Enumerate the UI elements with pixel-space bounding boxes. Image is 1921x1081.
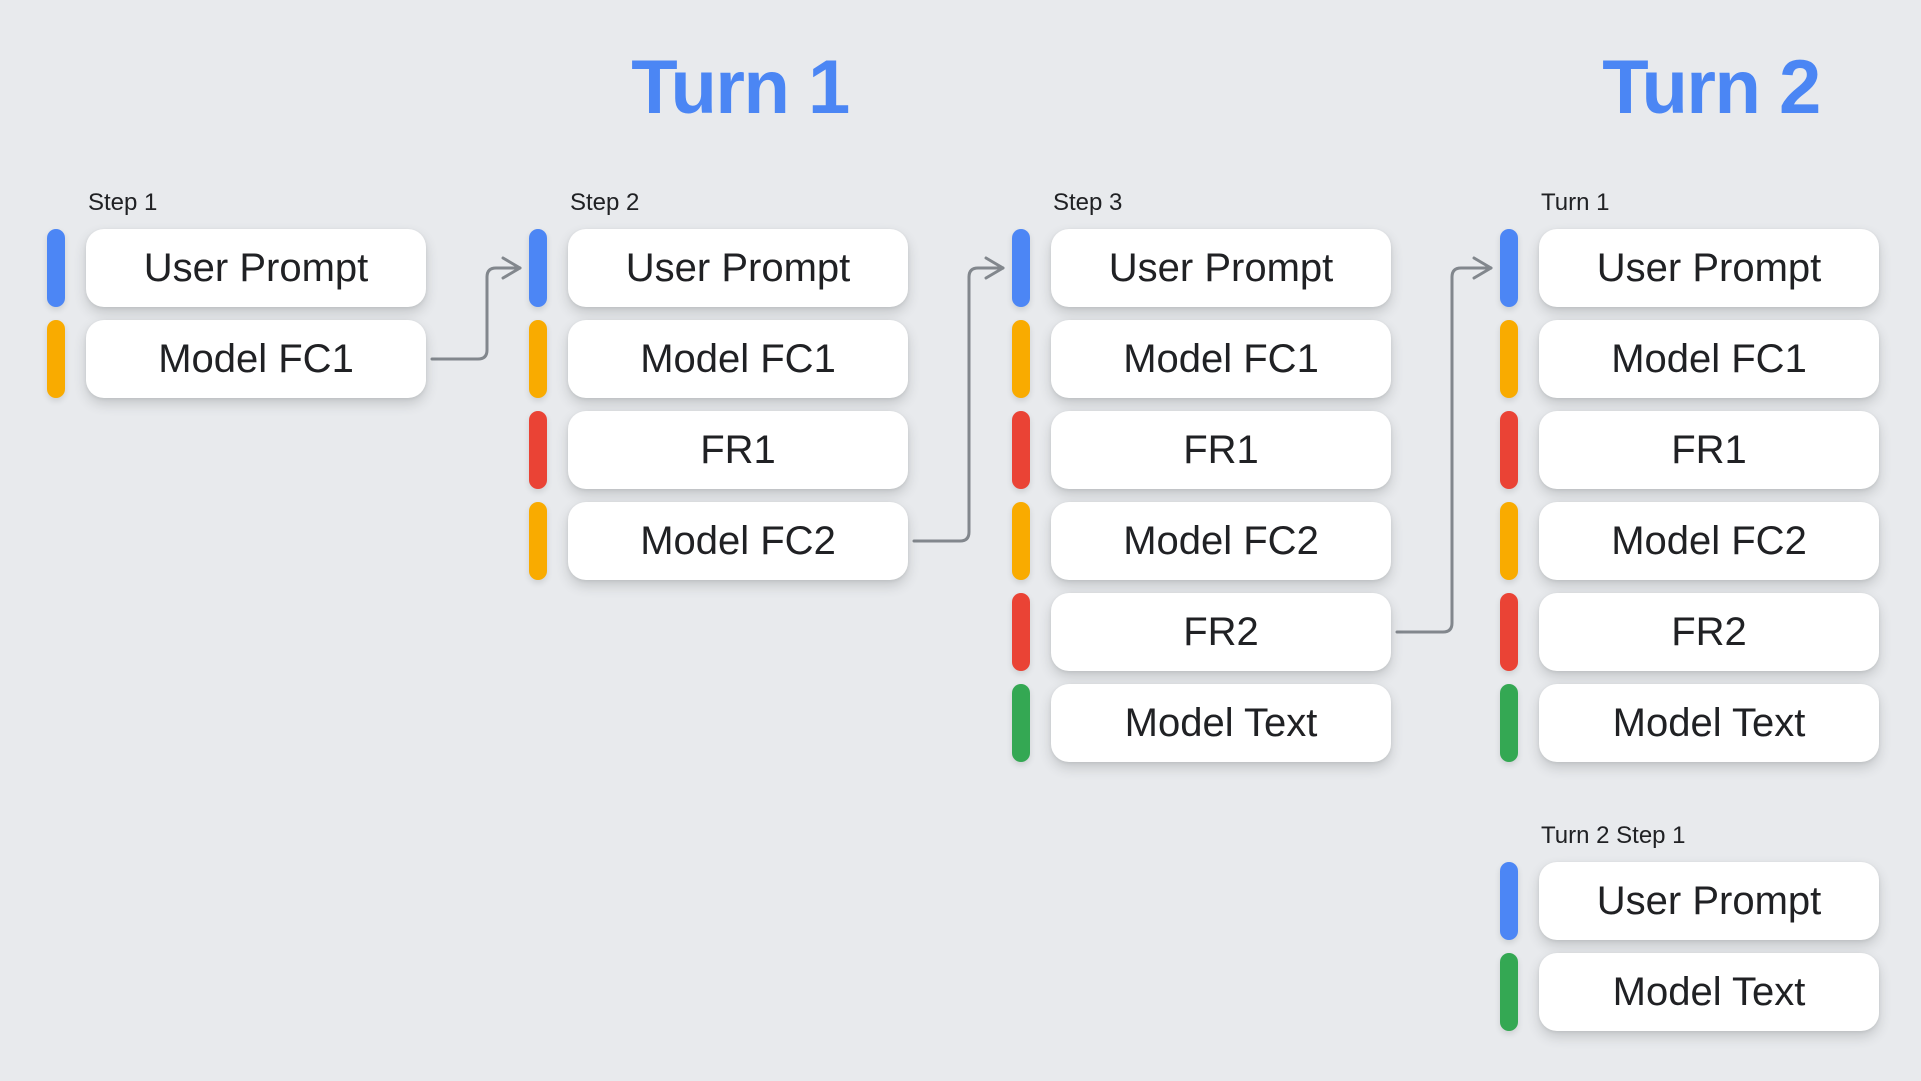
model-fc2-box: Model FC2 bbox=[568, 502, 908, 580]
column-label-turn-2-step-1: Turn 2 Step 1 bbox=[1541, 822, 1686, 849]
model-fc-bar bbox=[1012, 502, 1030, 580]
user-prompt-bar bbox=[47, 229, 65, 307]
user-prompt-box: User Prompt bbox=[1539, 229, 1879, 307]
user-prompt-bar bbox=[1500, 229, 1518, 307]
function-response-bar bbox=[1012, 411, 1030, 489]
model-fc2-box: Model FC2 bbox=[1539, 502, 1879, 580]
user-prompt-box: User Prompt bbox=[568, 229, 908, 307]
function-response-bar bbox=[1500, 411, 1518, 489]
column-label-step-3: Step 3 bbox=[1053, 189, 1123, 216]
user-prompt-box: User Prompt bbox=[86, 229, 426, 307]
turn-1-heading: Turn 1 bbox=[631, 45, 850, 130]
model-fc1-box: Model FC1 bbox=[1051, 320, 1391, 398]
model-fc1-box: Model FC1 bbox=[1539, 320, 1879, 398]
fr2-box: FR2 bbox=[1051, 593, 1391, 671]
model-fc2-box: Model FC2 bbox=[1051, 502, 1391, 580]
model-text-box: Model Text bbox=[1051, 684, 1391, 762]
column-label-step-2: Step 2 bbox=[570, 189, 640, 216]
model-fc-bar bbox=[47, 320, 65, 398]
fr2-box: FR2 bbox=[1539, 593, 1879, 671]
model-fc-bar bbox=[529, 502, 547, 580]
flow-arrow-step1-model-fc1-to-step2-user-prompt bbox=[430, 256, 522, 361]
model-text-bar bbox=[1012, 684, 1030, 762]
fr1-box: FR1 bbox=[1051, 411, 1391, 489]
model-fc-bar bbox=[529, 320, 547, 398]
user-prompt-box: User Prompt bbox=[1539, 862, 1879, 940]
fr1-box: FR1 bbox=[568, 411, 908, 489]
model-text-bar bbox=[1500, 953, 1518, 1031]
fr1-box: FR1 bbox=[1539, 411, 1879, 489]
column-label-turn-1: Turn 1 bbox=[1541, 189, 1610, 216]
model-fc1-box: Model FC1 bbox=[568, 320, 908, 398]
turn-2-heading: Turn 2 bbox=[1602, 45, 1821, 130]
user-prompt-bar bbox=[529, 229, 547, 307]
model-fc-bar bbox=[1500, 502, 1518, 580]
model-fc-bar bbox=[1500, 320, 1518, 398]
user-prompt-bar bbox=[1012, 229, 1030, 307]
model-text-box: Model Text bbox=[1539, 684, 1879, 762]
user-prompt-box: User Prompt bbox=[1051, 229, 1391, 307]
function-response-bar bbox=[1500, 593, 1518, 671]
model-fc1-box: Model FC1 bbox=[86, 320, 426, 398]
model-fc-bar bbox=[1012, 320, 1030, 398]
column-label-step-1: Step 1 bbox=[88, 189, 158, 216]
flow-arrow-step2-model-fc2-to-step3-user-prompt bbox=[912, 256, 1005, 543]
function-response-bar bbox=[529, 411, 547, 489]
user-prompt-bar bbox=[1500, 862, 1518, 940]
model-text-bar bbox=[1500, 684, 1518, 762]
function-response-bar bbox=[1012, 593, 1030, 671]
flow-arrow-step3-fr2-to-turn1-user-prompt bbox=[1395, 256, 1493, 634]
model-text-box: Model Text bbox=[1539, 953, 1879, 1031]
